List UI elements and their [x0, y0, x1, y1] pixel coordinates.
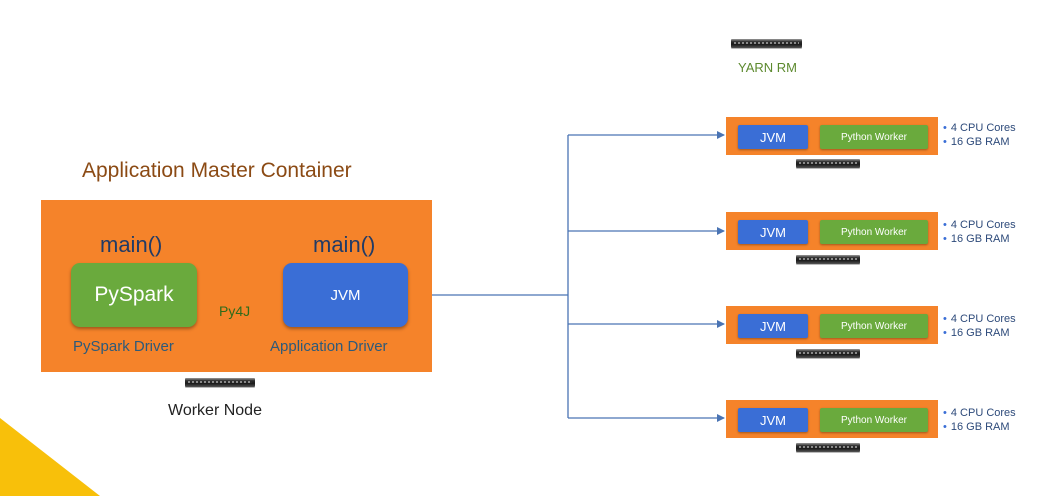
bullet-icon: •: [943, 122, 947, 134]
executor-server-icon: [796, 255, 860, 264]
application-master-title: Application Master Container: [82, 159, 352, 182]
pyspark-box: PySpark: [71, 263, 197, 327]
executor-jvm-box: JVM: [738, 220, 808, 244]
yarn-server-icon: [731, 39, 802, 48]
jvm-main-label: main(): [313, 232, 376, 257]
executor-python-worker-box: Python Worker: [820, 220, 928, 244]
executor-spec-ram: •16 GB RAM: [943, 327, 1010, 339]
executor-spec-ram: •16 GB RAM: [943, 233, 1010, 245]
bullet-icon: •: [943, 219, 947, 231]
executor-python-worker-box: Python Worker: [820, 125, 928, 149]
executor-spec-cpu: •4 CPU Cores: [943, 313, 1016, 325]
jvm-driver-box: JVM: [283, 263, 408, 327]
bullet-icon: •: [943, 421, 947, 433]
executor-server-icon: [796, 349, 860, 358]
worker-node-label: Worker Node: [168, 402, 262, 419]
bullet-icon: •: [943, 233, 947, 245]
pyspark-main-label: main(): [100, 232, 163, 257]
executor-jvm-box: JVM: [738, 125, 808, 149]
pyspark-driver-label: PySpark Driver: [73, 338, 174, 355]
executor-spec-cpu: •4 CPU Cores: [943, 407, 1016, 419]
executor-server-icon: [796, 443, 860, 452]
worker-node-server-icon: [185, 378, 255, 387]
executor-python-worker-box: Python Worker: [820, 314, 928, 338]
executor-jvm-box: JVM: [738, 408, 808, 432]
yarn-rm-label: YARN RM: [738, 60, 797, 75]
executor-python-worker-box: Python Worker: [820, 408, 928, 432]
application-driver-label: Application Driver: [270, 338, 388, 355]
executor-spec-cpu: •4 CPU Cores: [943, 122, 1016, 134]
executor-spec-cpu: •4 CPU Cores: [943, 219, 1016, 231]
driver-to-executors-lines: [408, 131, 725, 422]
executor-spec-ram: •16 GB RAM: [943, 136, 1010, 148]
bullet-icon: •: [943, 313, 947, 325]
executor-server-icon: [796, 159, 860, 168]
bullet-icon: •: [943, 327, 947, 339]
executor-spec-ram: •16 GB RAM: [943, 421, 1010, 433]
bullet-icon: •: [943, 407, 947, 419]
bullet-icon: •: [943, 136, 947, 148]
executor-jvm-box: JVM: [738, 314, 808, 338]
py4j-label: Py4J: [219, 303, 251, 319]
